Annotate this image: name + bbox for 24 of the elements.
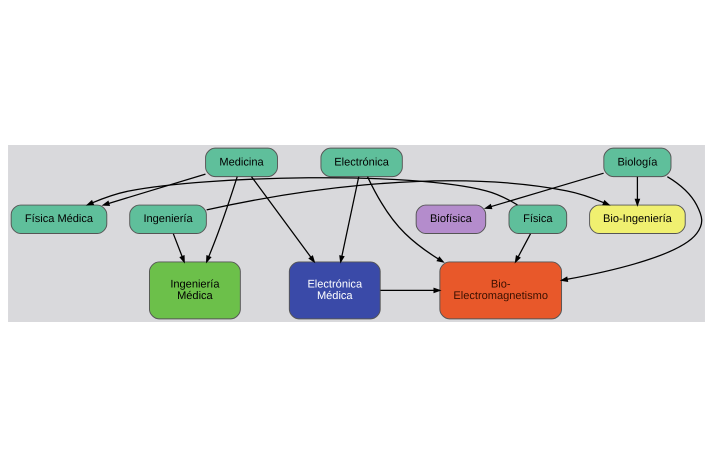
node-box: Electrónica Médica [288, 260, 381, 319]
node-box: Física [508, 204, 568, 234]
arrow [102, 173, 206, 206]
node-box: Ingeniería Médica [149, 260, 241, 319]
arrow [514, 233, 532, 263]
node-box: Biofísica [416, 204, 486, 234]
arrow [86, 176, 518, 206]
node-box: Física Médica [10, 204, 108, 234]
arrow [484, 172, 604, 209]
node-box: Bio-Ingeniería [589, 204, 686, 234]
arrow [206, 176, 238, 264]
node-box: Bio- Electromagnetismo [439, 260, 562, 319]
arrow [251, 176, 316, 263]
node-box: Medicina [205, 147, 278, 177]
arrow [172, 233, 185, 264]
arrow [339, 176, 360, 264]
arrow [380, 287, 442, 293]
arrow [560, 176, 702, 282]
node-box: Biología [603, 147, 672, 177]
node-box: Electrónica [320, 147, 403, 177]
node-box: Ingeniería [129, 204, 207, 234]
arrow [634, 176, 640, 206]
arrow [206, 180, 611, 210]
arrow [366, 176, 445, 262]
